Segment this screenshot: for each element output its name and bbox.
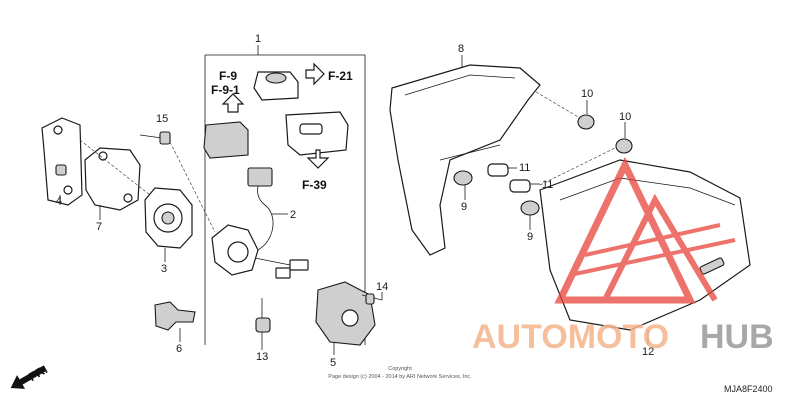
assembly-1-bracket [204, 45, 366, 345]
arrow-down-icon [306, 149, 330, 169]
callout-6: 6 [176, 343, 182, 355]
watermark-text-secondary: HUB [700, 318, 774, 356]
callout-14: 14 [376, 281, 388, 293]
callout-15: 15 [156, 113, 168, 125]
part-3-switch-body[interactable] [144, 187, 193, 249]
part-11-damper-b[interactable] [509, 179, 531, 193]
sub-part-plug[interactable] [285, 111, 349, 156]
part-10-grommet-a[interactable] [577, 114, 595, 130]
callout-9b: 9 [527, 231, 533, 243]
ref-f21[interactable]: F-21 [328, 69, 353, 83]
part-4-plate[interactable] [41, 117, 83, 206]
arrow-right-icon [305, 62, 325, 86]
part-13-screw[interactable] [255, 298, 271, 333]
part-12-side-cover[interactable] [539, 159, 751, 331]
callout-13: 13 [256, 351, 268, 363]
part-11-damper-a[interactable] [487, 163, 509, 177]
callout-1: 1 [255, 33, 261, 45]
arrow-up-icon [221, 93, 245, 113]
part-2-switch-harness[interactable] [211, 167, 309, 279]
part-8-side-cover[interactable] [389, 64, 541, 256]
part-9-grommet-a[interactable] [453, 170, 473, 186]
callout-10b: 10 [619, 111, 631, 123]
part-10-grommet-b[interactable] [615, 138, 633, 154]
ref-f9-1[interactable]: F-9-1 [211, 83, 240, 97]
ref-f39[interactable]: F-39 [302, 178, 327, 192]
ref-f9[interactable]: F-9 [219, 69, 237, 83]
part-14-bolt[interactable] [361, 293, 383, 305]
callout-12: 12 [642, 346, 654, 358]
callout-3: 3 [161, 263, 167, 275]
callout-7: 7 [96, 221, 102, 233]
callout-4: 4 [56, 195, 62, 207]
part-6-key[interactable] [154, 301, 196, 331]
sub-part-cap[interactable] [203, 121, 249, 159]
callout-5: 5 [330, 357, 336, 369]
copyright-line-2: Page design (c) 2004 - 2014 by ARI Netwo… [328, 374, 472, 380]
orientation-label: FR. [26, 362, 50, 384]
callout-9a: 9 [461, 201, 467, 213]
part-7-bracket[interactable] [84, 147, 141, 211]
watermark-logo-icon [554, 156, 736, 304]
callout-2: 2 [290, 209, 296, 221]
part-15-bolt[interactable] [139, 131, 171, 145]
copyright-line-1: Copyright [388, 366, 412, 372]
callout-10a: 10 [581, 88, 593, 100]
sub-part-grommet[interactable] [253, 71, 299, 101]
diagram-code: MJA8F2400 [724, 384, 773, 394]
front-arrow-icon [10, 365, 47, 389]
part-5-cover[interactable] [315, 281, 376, 346]
callout-8: 8 [458, 43, 464, 55]
callout-11a: 11 [519, 162, 530, 174]
watermark-text-primary: AUTOMOTO [472, 318, 669, 356]
callout-11b: 11 [542, 179, 553, 191]
part-9-grommet-b[interactable] [520, 200, 540, 216]
